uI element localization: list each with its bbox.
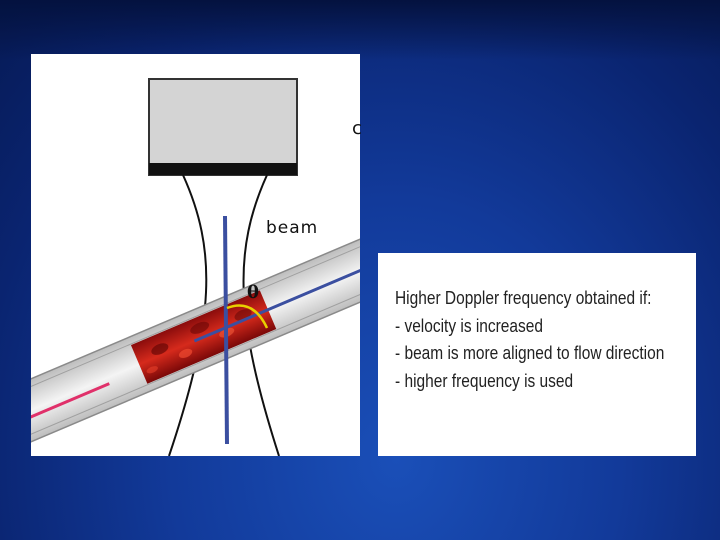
info-title: Higher Doppler frequency obtained if: [395, 285, 654, 313]
beam-label: beam [266, 218, 318, 238]
beam-axis-line [225, 216, 227, 444]
slide-background-shade [0, 0, 720, 60]
angle-theta-label: θ [247, 282, 259, 303]
transducer [149, 79, 297, 175]
info-item: - higher frequency is used [395, 368, 654, 396]
diagram-edge-glyph: c [352, 118, 362, 139]
doppler-diagram: beam θ [31, 54, 360, 456]
doppler-info-panel: Higher Doppler frequency obtained if: - … [378, 253, 696, 456]
info-item: - velocity is increased [395, 313, 654, 341]
blood-vessel [31, 213, 360, 456]
diagram-graphic [31, 54, 360, 456]
transducer-face [149, 163, 297, 175]
info-item: - beam is more aligned to flow direction [395, 340, 654, 368]
